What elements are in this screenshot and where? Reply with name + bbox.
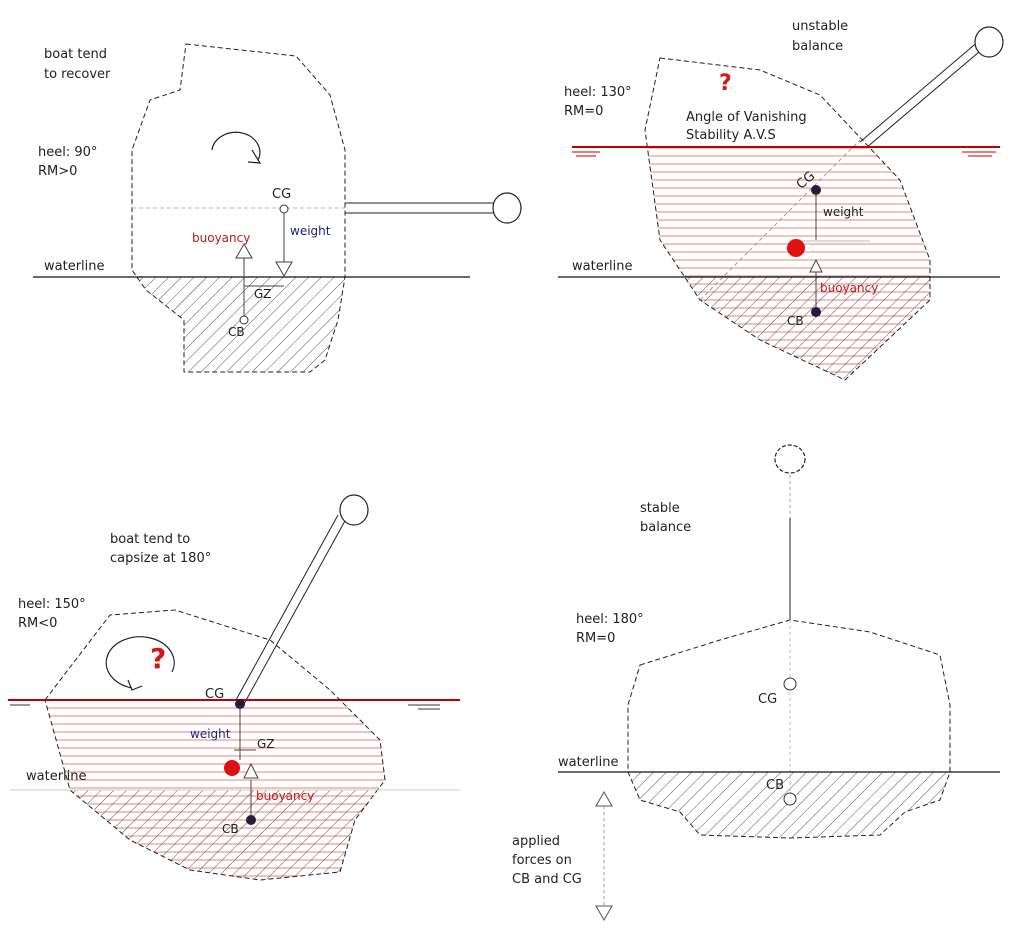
red-ball-marker [224,760,240,776]
weight-label: weight [190,727,231,741]
buoyancy-label: buoyancy [192,231,250,245]
weight-label: weight [290,224,331,238]
cb-marker [246,815,256,825]
buoyancy-label: buoyancy [820,281,878,295]
up-arrowhead-icon [595,790,613,807]
cg-label: CG [758,692,777,707]
waterline-label: waterline [44,259,105,274]
note-line2: capsize at 180° [110,551,211,566]
buoyancy-arrowhead-icon [809,258,823,273]
rotation-arrowhead-icon [127,679,143,691]
waterline-label: waterline [558,755,619,770]
question-mark: ? [719,71,732,96]
question-mark: ? [150,642,166,675]
hull-outline [44,609,386,881]
panel-heel-180: stable balance heel: 180° RM=0 CG waterl… [512,444,1000,922]
rotation-arrowhead-icon [247,149,262,164]
hull-outline [627,619,951,839]
cb-marker [783,792,797,806]
hull-outline [644,57,931,381]
buoyancy-arrowhead-icon [243,762,259,779]
rm-label: RM=0 [564,104,603,119]
cb-label: CB [787,314,804,328]
cg-label: CG [272,187,291,202]
note-line2: balance [640,520,691,535]
waterline-label: waterline [26,769,87,784]
rm-label: RM>0 [38,164,77,179]
cg-label: CG [205,687,224,702]
cb-marker [239,315,249,325]
mast-top-marker [774,444,806,474]
cb-label: CB [228,325,245,339]
cg-marker [811,185,821,195]
cg-marker [235,699,245,709]
heel-label: heel: 150° [18,597,86,612]
hull-outline [131,43,346,373]
note-line1: unstable [792,19,848,34]
hull-submerged-hatch [70,790,378,880]
sea-surface-marks-right [962,151,996,157]
cb-label: CB [766,778,784,793]
heel-label: heel: 180° [576,612,644,627]
hull-centerline [699,139,861,301]
heel-label: heel: 130° [564,85,632,100]
sea-surface-marks-right [408,704,440,710]
rm-label: RM=0 [576,631,615,646]
forces-line3: CB and CG [512,872,582,887]
cb-marker [811,307,821,317]
rotation-arrow-icon [105,636,175,689]
mast [235,494,369,705]
cg-marker [279,204,289,214]
note-line1: boat tend [44,47,107,62]
hull-submerged-hatch [138,277,345,372]
avs-label-line1: Angle of Vanishing [686,110,807,125]
applied-forces-arrow [595,790,613,922]
panel-heel-150: boat tend to capsize at 180° heel: 150° … [8,494,460,881]
buoyancy-label: buoyancy [256,789,314,803]
mast [859,26,1004,149]
gz-label: GZ [254,287,272,301]
panel-heel-130: unstable balance ? heel: 130° RM=0 Angle… [558,19,1004,381]
avs-label-line2: Stability A.V.S [686,128,776,143]
hull-submerged-hatch [684,277,930,380]
forces-line1: applied [512,834,560,849]
down-arrowhead-icon [595,905,613,922]
rm-label: RM<0 [18,616,57,631]
sea-surface-marks-left [572,151,600,157]
heel-label: heel: 90° [38,145,97,160]
cg-marker [783,677,797,691]
weight-label: weight [823,205,864,219]
note-line1: stable [640,501,680,516]
note-line1: boat tend to [110,532,190,547]
red-ball-marker [787,239,805,257]
panel-heel-90: boat tend to recover heel: 90° RM>0 CG b… [33,43,522,373]
note-line2: to recover [44,67,111,82]
rotation-arrow-icon [211,131,261,161]
mast [345,192,522,224]
buoyancy-arrowhead-icon [235,242,253,259]
waterline-label: waterline [572,259,633,274]
weight-arrowhead-icon [275,261,293,278]
cb-label: CB [222,822,239,836]
note-line2: balance [792,39,843,54]
gz-label: GZ [257,737,275,751]
forces-line2: forces on [512,853,572,868]
